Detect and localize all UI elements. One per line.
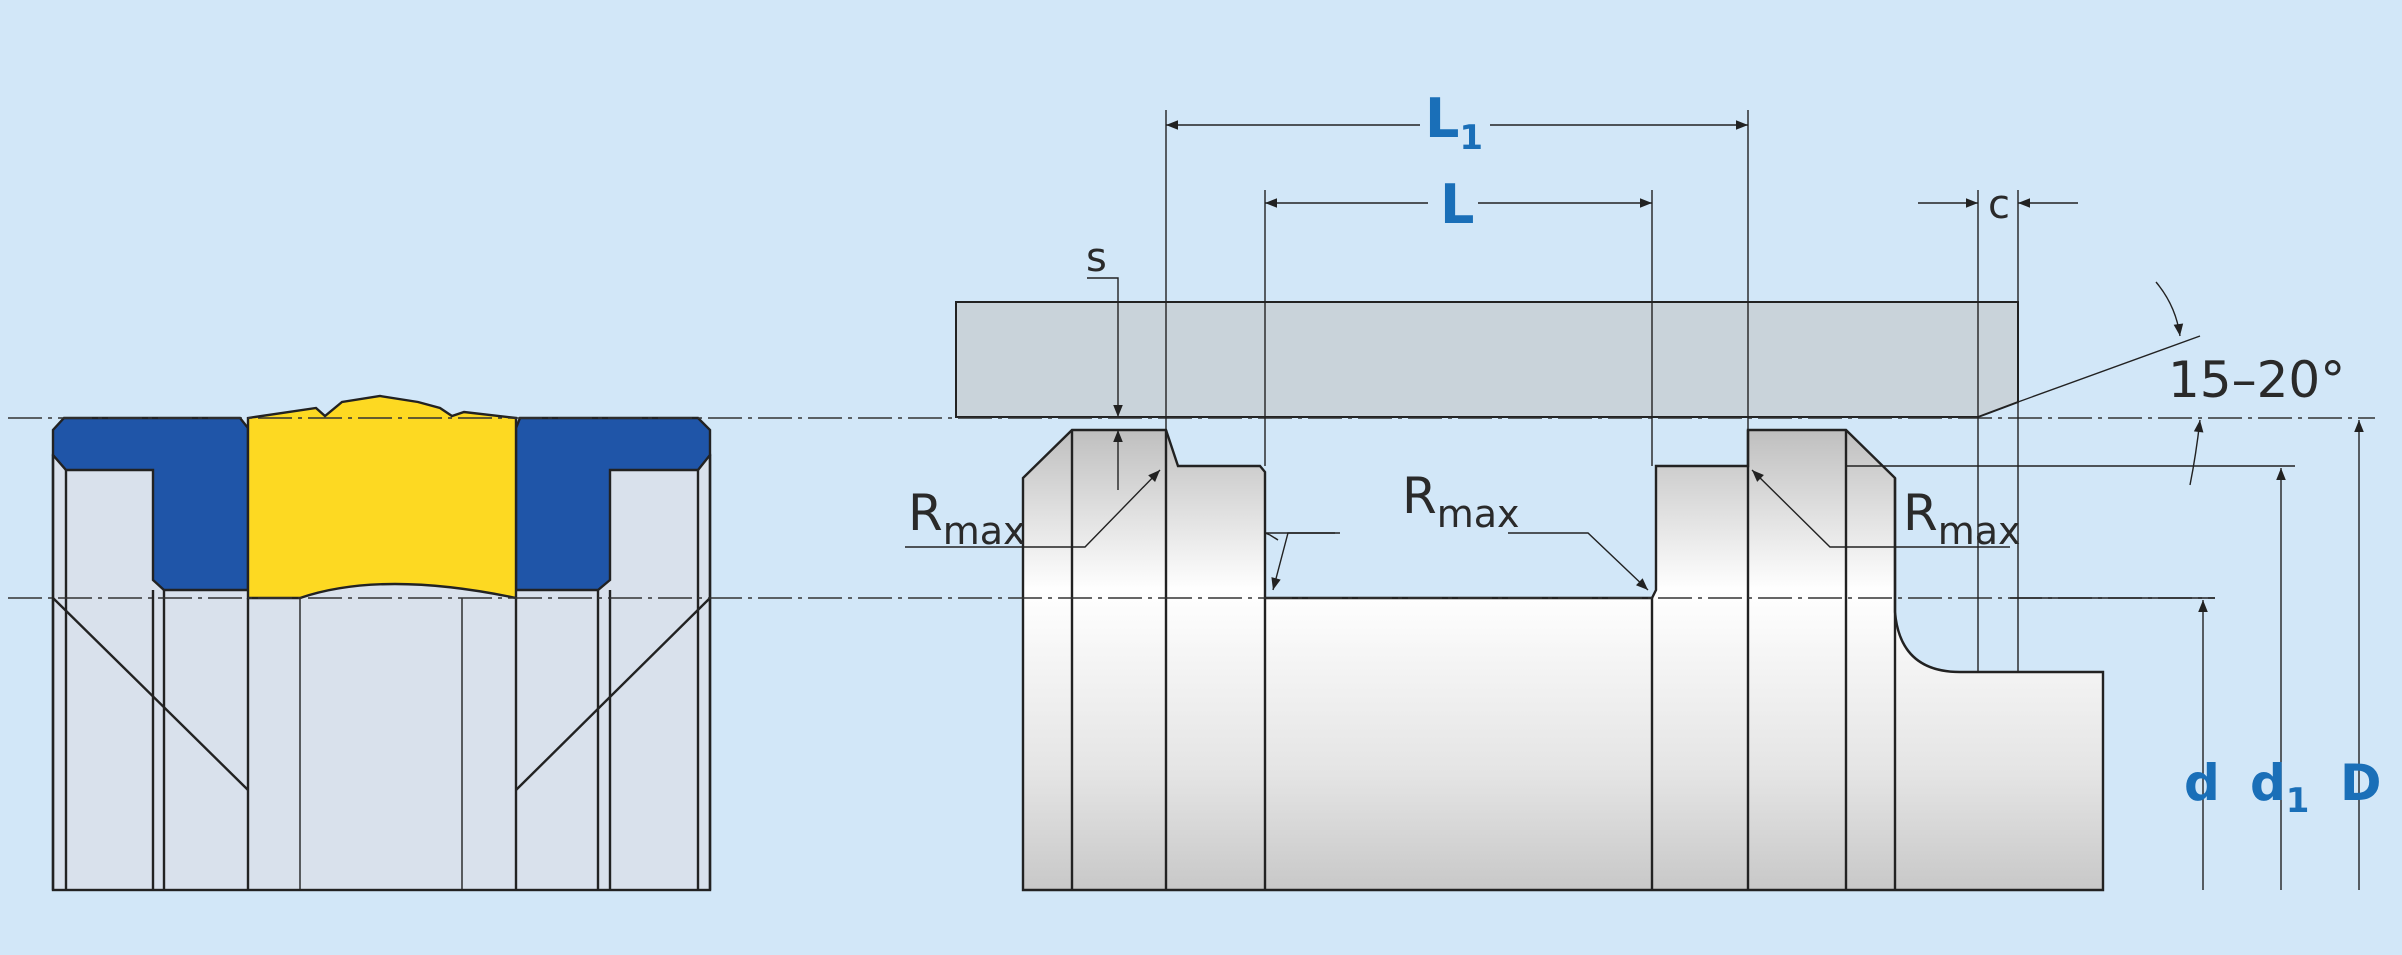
dimension-lines — [905, 110, 2364, 890]
label-D: D — [2340, 754, 2382, 812]
center-lines — [8, 417, 2375, 599]
housing-bore — [955, 301, 2019, 418]
seal-section-lines — [51, 455, 712, 890]
label-c: c — [1988, 182, 2010, 228]
seal-cross-section — [51, 394, 712, 892]
label-rmax-center: Rmax — [1402, 467, 1520, 536]
label-angle: 15–20° — [2168, 351, 2345, 409]
label-d: d — [2184, 754, 2220, 812]
label-L1: L1 — [1425, 87, 1483, 158]
seal-core — [246, 394, 518, 600]
groove-assembly — [955, 301, 2105, 892]
label-s: s — [1086, 235, 1107, 281]
label-rmax-left: Rmax — [908, 484, 1026, 553]
dimension-labels: L1 L c s 15–20° Rmax Rmax Rmax d d1 D — [908, 87, 2382, 821]
label-d1: d1 — [2250, 754, 2309, 821]
seal-ring-left — [51, 416, 250, 592]
piston-body — [1021, 428, 2105, 892]
label-rmax-right: Rmax — [1903, 484, 2021, 553]
label-L: L — [1440, 173, 1474, 236]
